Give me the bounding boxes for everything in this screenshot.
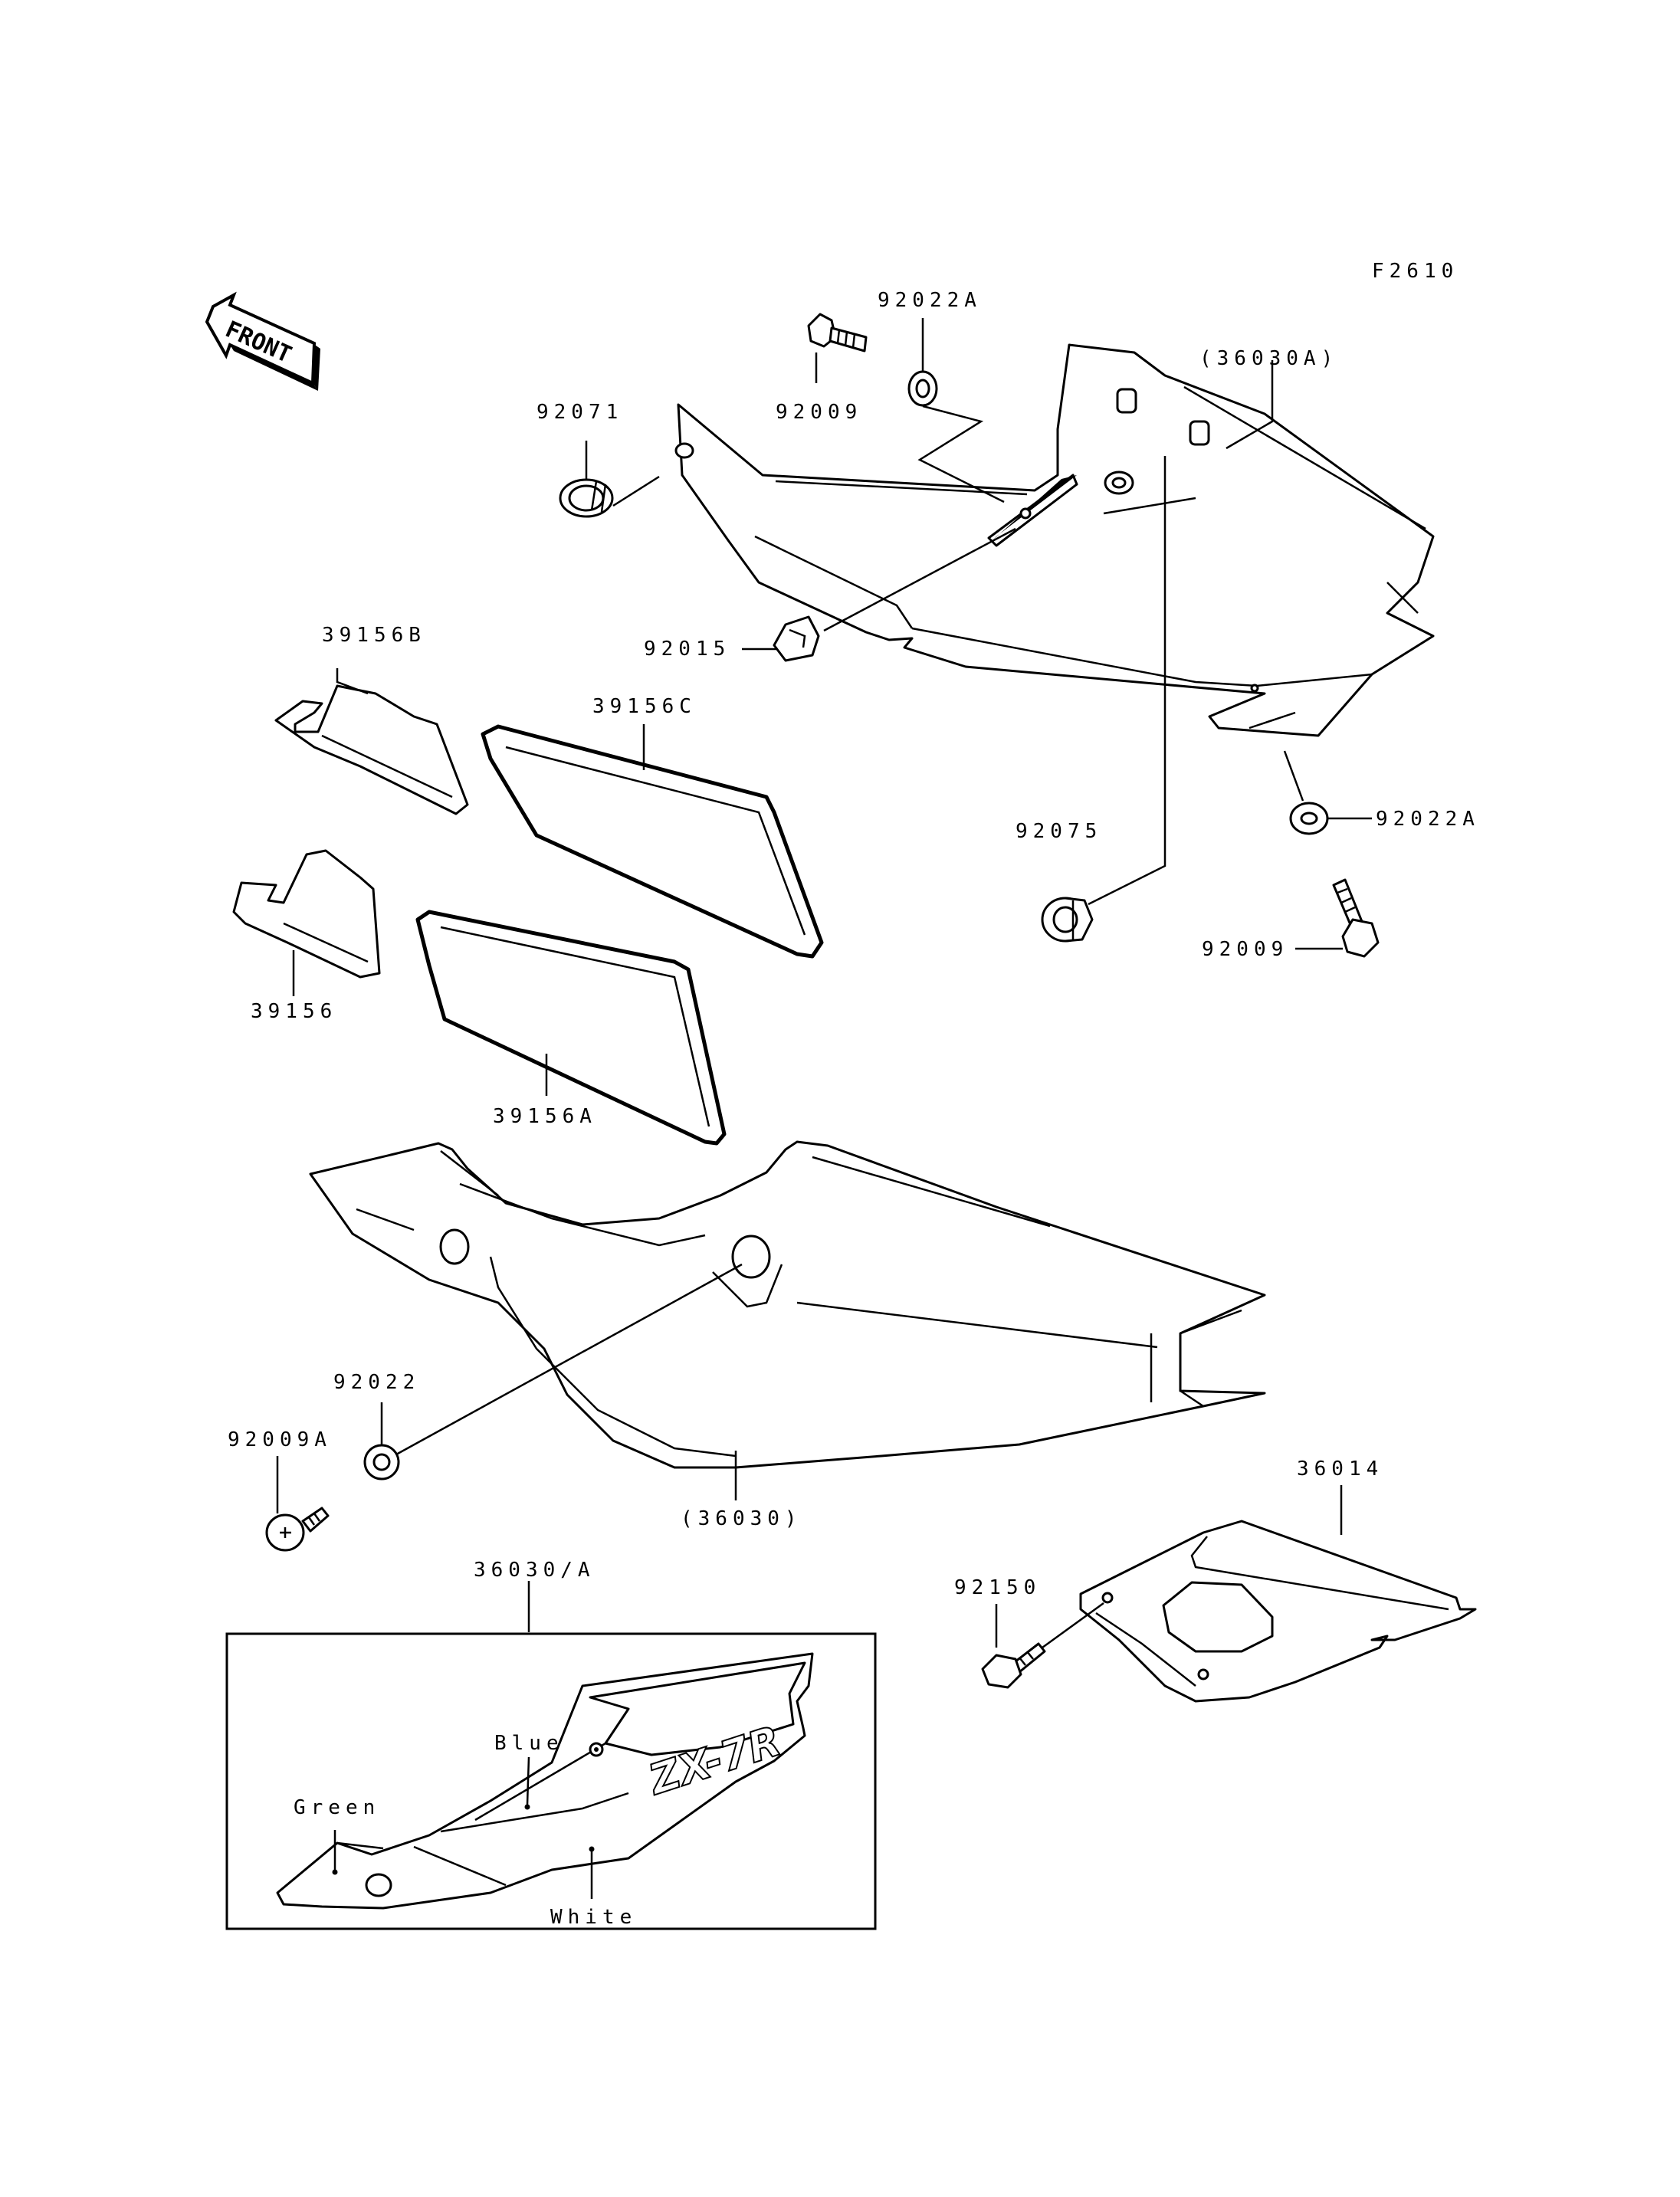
pad-39156C-part — [481, 724, 824, 959]
nut-92015-part — [773, 615, 820, 662]
figure-code: F2610 — [1372, 260, 1459, 283]
grommet-92071-part — [559, 478, 614, 518]
upper-side-cover-part — [674, 343, 1435, 737]
lower-side-cover-part — [309, 1140, 1266, 1469]
label-92022: 92022 — [333, 1371, 420, 1394]
bolt-92009-upper-part — [807, 313, 868, 353]
label-92150: 92150 — [954, 1576, 1041, 1599]
washer-92022-part — [363, 1444, 400, 1481]
label-92022A-top: 92022A — [878, 289, 982, 312]
label-36014: 36014 — [1297, 1458, 1383, 1481]
label-92075: 92075 — [1016, 820, 1102, 843]
label-92009-right: 92009 — [1202, 938, 1288, 961]
label-92015: 92015 — [644, 638, 730, 661]
leader-blue — [526, 1756, 530, 1805]
label-92009-top: 92009 — [776, 401, 862, 424]
label-92009A: 92009A — [228, 1428, 332, 1451]
label-36030: (36030) — [681, 1507, 802, 1530]
bolt-92150-part — [981, 1642, 1046, 1689]
bolt-92009A-part — [265, 1507, 330, 1552]
label-92071: 92071 — [536, 401, 623, 424]
label-white: White — [550, 1906, 637, 1929]
washer-92022A-upper-part — [907, 370, 938, 407]
label-36030-A: 36030/A — [474, 1559, 596, 1582]
label-36030A: (36030A) — [1199, 347, 1338, 370]
bolt-92009-right-part — [1332, 878, 1380, 958]
label-39156A: 39156A — [493, 1105, 597, 1128]
washer-92022A-right-part — [1289, 802, 1329, 835]
decal-inset-cover: ZX-7R — [276, 1652, 814, 1910]
label-39156: 39156 — [251, 1000, 337, 1023]
label-green: Green — [294, 1796, 380, 1819]
decal-inset-box — [225, 1632, 877, 1930]
front-arrow-icon: FRONT — [205, 291, 320, 391]
label-39156C: 39156C — [592, 695, 697, 718]
part-labels: 92022A 92009 92071 (36030A) 92015 39156B… — [228, 289, 1480, 1929]
pad-39156A-part — [415, 910, 727, 1146]
leader-lines — [276, 318, 1372, 1649]
pad-39156-part — [232, 849, 381, 979]
chain-cover-36014-part — [1079, 1520, 1477, 1703]
grommet-92075-part — [1041, 897, 1094, 943]
label-39156B: 39156B — [322, 624, 426, 647]
label-92022A-right: 92022A — [1376, 808, 1480, 831]
pad-39156B-part — [274, 684, 469, 815]
label-blue: Blue — [494, 1732, 564, 1755]
